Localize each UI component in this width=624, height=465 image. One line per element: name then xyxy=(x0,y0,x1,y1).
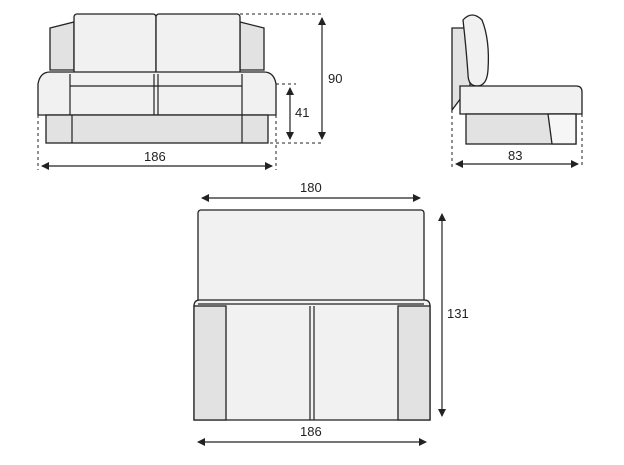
front-back-cushion-left xyxy=(73,13,157,77)
top-backrest xyxy=(197,209,425,305)
front-base xyxy=(45,114,269,144)
side-base-front xyxy=(547,113,577,145)
side-view: 83 xyxy=(451,14,583,168)
dim-label-131: 131 xyxy=(447,306,469,321)
top-view: 180 131 186 xyxy=(193,180,469,446)
side-back-cushion xyxy=(462,14,490,87)
dim-label-41: 41 xyxy=(295,105,309,120)
dim-label-186-front: 186 xyxy=(144,149,166,164)
front-left-arm-back xyxy=(49,21,75,71)
dim-label-90: 90 xyxy=(328,71,342,86)
top-right-arm xyxy=(397,305,431,421)
front-view: 90 41 186 xyxy=(37,13,342,170)
front-back-cushion-right xyxy=(155,13,241,77)
front-right-arm-back xyxy=(239,21,265,71)
top-left-arm xyxy=(193,305,227,421)
top-seat-area xyxy=(193,299,431,421)
dim-label-180: 180 xyxy=(300,180,322,195)
dim-label-83: 83 xyxy=(508,148,522,163)
side-seat xyxy=(459,85,583,115)
dim-label-186-top: 186 xyxy=(300,424,322,439)
front-seat xyxy=(37,71,277,116)
